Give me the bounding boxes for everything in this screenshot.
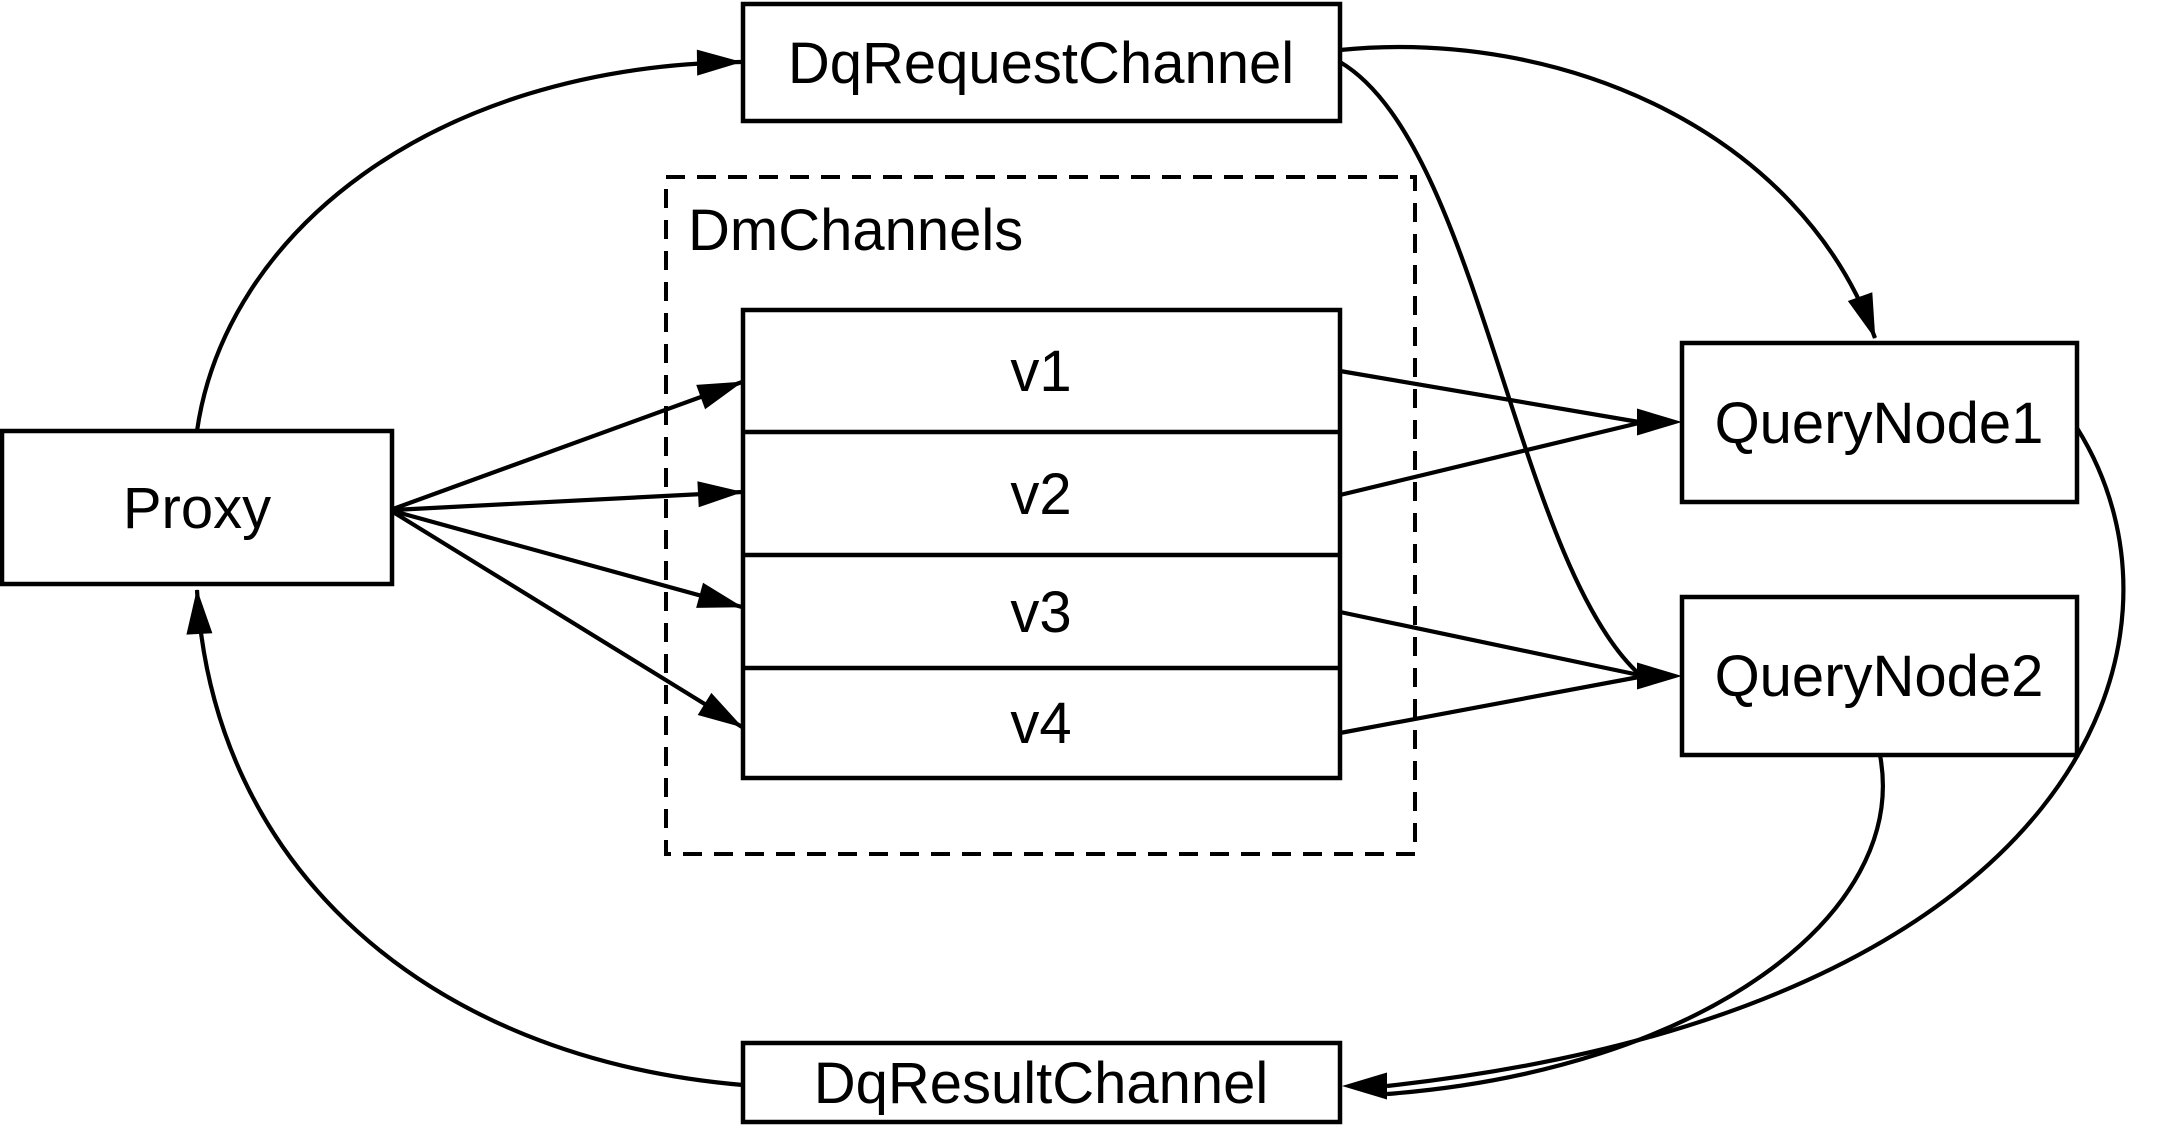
channel-v2-label: v2 (1010, 462, 1071, 527)
dq-request-channel-label: DqRequestChannel (788, 31, 1294, 96)
node-dq-request-channel: DqRequestChannel (740, 1, 1343, 124)
node-proxy: Proxy (0, 428, 395, 587)
arrowhead-into-dq-result-channel (1342, 1072, 1387, 1100)
dq-result-channel-box (740, 1040, 1343, 1125)
edge-proxy-to-v2 (392, 481, 743, 513)
edge-v1-to-query-node-1 (1339, 368, 1640, 425)
edge-query-node-2-to-dq-result-channel (1386, 754, 1885, 1097)
edge-dq-result-channel-to-proxy (186, 589, 744, 1088)
arrowhead-into-query-node-1 (1637, 408, 1682, 436)
channel-table-box (740, 307, 1343, 781)
edge-proxy-to-v1 (392, 380, 743, 511)
dq-request-channel-box (740, 1, 1343, 124)
query-node-1-box (1679, 340, 2080, 505)
edge-proxy-to-dq-request-channel (194, 49, 742, 432)
query-node-1-label: QueryNode1 (1715, 391, 2044, 456)
dm-channels-label: DmChannels (688, 198, 1023, 263)
group-dm-channels: DmChannels (664, 175, 1417, 856)
edge-proxy-to-v4 (391, 510, 744, 729)
query-node-2-box (1679, 594, 2080, 758)
edge-query-node-1-to-dq-result-channel (1386, 426, 2126, 1089)
node-query-node-1: QueryNode1 (1679, 340, 2080, 505)
query-node-2-label: QueryNode2 (1715, 644, 2044, 709)
node-dq-result-channel: DqResultChannel (740, 1040, 1343, 1125)
proxy-box (0, 428, 395, 587)
channel-table: v1 v2 v3 v4 (740, 307, 1343, 781)
dq-result-channel-label: DqResultChannel (814, 1051, 1269, 1116)
edge-v3-to-query-node-2 (1339, 609, 1640, 678)
edge-v4-to-query-node-2 (1339, 674, 1640, 736)
dm-channels-dashed-border (664, 175, 1417, 856)
channel-v4-label: v4 (1010, 691, 1071, 756)
edge-dq-request-channel-to-query-node-1 (1339, 45, 1877, 339)
edge-dq-request-channel-to-query-node-2 (1338, 60, 1641, 676)
edge-v2-to-query-node-1 (1339, 420, 1640, 498)
arrowhead-into-query-node-2 (1637, 662, 1682, 690)
edge-proxy-to-v3 (392, 508, 743, 610)
proxy-label: Proxy (123, 476, 271, 541)
channel-v3-label: v3 (1010, 580, 1071, 645)
channel-v1-label: v1 (1010, 339, 1071, 404)
node-query-node-2: QueryNode2 (1679, 594, 2080, 758)
